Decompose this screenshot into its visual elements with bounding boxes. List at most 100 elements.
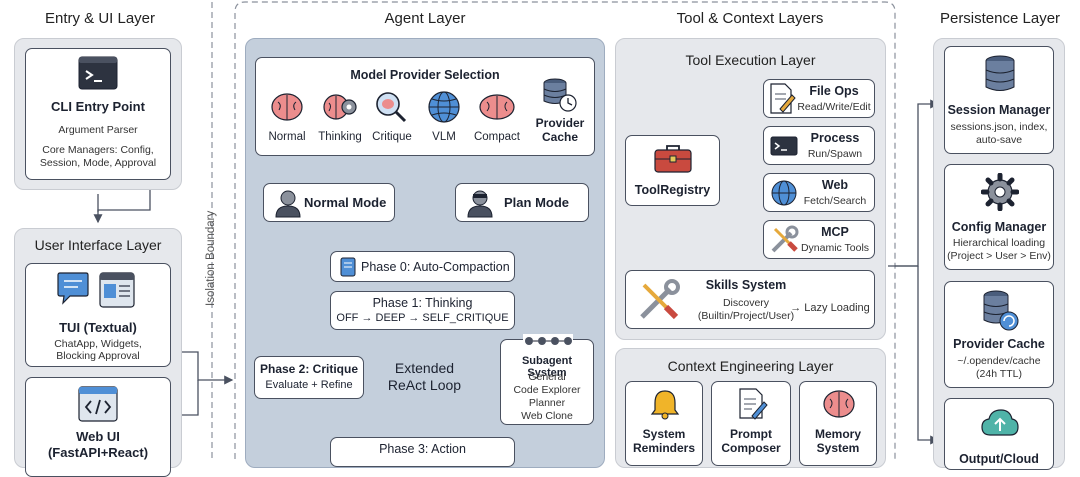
skills-lazy-loading: → Lazy Loading [790,302,870,314]
cache-line2: (24h TTL) [976,368,1022,380]
context-card-2-line2: Composer [721,441,781,455]
skills-line2: (Builtin/Project/User) [697,310,795,322]
tool-sub-mcp: Dynamic Tools [800,242,870,254]
subagent-item-planner: Planner [528,397,566,409]
prompt-composer-card: Prompt Composer [711,381,791,466]
context-title: Context Engineering Layer [667,358,834,374]
toolbox-icon [654,145,692,173]
compaction-doc-icon [340,257,356,277]
bell-icon [650,390,680,420]
phase1-card: Phase 1: Thinking OFF → DEEP → SELF_CRIT… [330,291,515,330]
system-reminders-card: System Reminders [625,381,703,466]
phase1-sub: OFF → DEEP → SELF_CRITIQUE [336,312,509,324]
session-line1: sessions.json, index, [950,121,1048,133]
cli-line1: Argument Parser [58,124,138,136]
provider-label-critique: Critique [372,131,412,143]
cli-entry-card: CLI Entry Point Argument Parser Core Man… [25,48,171,180]
tui-card: TUI (Textual) ChatApp, Widgets, Blocking… [25,263,171,367]
skills-system-card: Skills System Discovery (Builtin/Project… [625,270,875,329]
provider-cache-card: Provider Cache ~/.opendev/cache (24h TTL… [944,281,1054,388]
loop-label-2: ReAct Loop [387,377,462,393]
phase0-label: Phase 0: Auto-Compaction [361,260,510,274]
terminal-icon [78,56,118,90]
context-card-2-line1: Prompt [730,427,772,441]
provider-label-compact: Compact [473,131,521,143]
provider-label-vlm: VLM [432,131,456,143]
plan-mode-label: Plan Mode [504,195,570,210]
gear-icon [981,173,1019,211]
cli-line2: Core Managers: Config, [42,144,154,156]
cli-title: CLI Entry Point [51,99,145,114]
tool-registry-card: ToolRegistry [625,135,720,206]
phase0-card: Phase 0: Auto-Compaction [330,251,515,282]
phase2-sub: Evaluate + Refine [265,379,353,391]
code-browser-icon [78,386,118,422]
output-title: Output/Cloud [959,452,1039,466]
person-icon [275,190,301,218]
subagent-item-code-explorer: Code Explorer [513,384,581,396]
document-pen-icon [739,388,768,420]
tool-title-web: Web [821,178,849,192]
compact-brain-icon [479,94,515,120]
terminal-small-icon [770,136,798,156]
tool-card-file-ops: File Ops Read/Write/Edit [763,79,875,118]
session-title: Session Manager [947,103,1051,117]
session-manager-card: Session Manager sessions.json, index, au… [944,46,1054,154]
globe-icon [428,91,460,123]
tool-card-process: Process Run/Spawn [763,126,875,165]
provider-cache-label-2: Cache [541,130,579,144]
tool-title-mcp: MCP [821,225,849,239]
config-manager-card: Config Manager Hierarchical loading (Pro… [944,164,1054,270]
memory-brain-icon [823,390,855,418]
provider-cache-label-1: Provider [535,116,585,130]
web-ui-card: Web UI (FastAPI+React) [25,377,171,477]
phase2-title: Phase 2: Critique [259,362,359,376]
skills-line1: Discovery [722,297,770,309]
cache-title: Provider Cache [953,337,1045,351]
phase3-title: Phase 3: Action [379,442,466,456]
tool-exec-title: Tool Execution Layer [685,52,816,68]
persistence-layer-title: Persistence Layer [939,10,1061,27]
isolation-boundary-outline [234,1,896,459]
provider-label-normal: Normal [268,131,306,143]
user-interface-layer-panel: User Interface Layer TUI (Textual) ChatA… [14,228,182,477]
loop-label-1: Extended [394,360,455,376]
skills-title: Skills System [705,278,787,292]
context-card-3-line1: Memory [814,427,861,441]
user-interface-layer-title: User Interface Layer [34,237,162,253]
model-provider-selection-card: Model Provider Selection [255,57,595,156]
phase1-title: Phase 1: Thinking [372,296,473,310]
normal-mode-label: Normal Mode [304,195,387,210]
magnifier-brain-icon [376,92,407,123]
agent-layer-title: Agent Layer [384,10,466,27]
phase2-card: Phase 2: Critique Evaluate + Refine [254,356,364,399]
wrench-screwdriver-icon [771,225,799,253]
tool-card-mcp: MCP Dynamic Tools [763,220,875,259]
plan-mode-card: Plan Mode [455,183,589,222]
planner-person-icon [467,190,493,218]
memory-system-card: Memory System [799,381,877,466]
subagent-item-web-clone: Web Clone [521,410,573,422]
brain-icon [271,93,303,121]
config-title: Config Manager [951,220,1047,234]
cache-line1: ~/.opendev/cache [957,355,1041,367]
subagent-network-icon [523,334,573,348]
web-ui-title: Web UI [76,429,120,444]
subagent-system-card: Subagent System General Code Explorer Pl… [500,334,594,425]
output-cloud-card: Output/Cloud [944,398,1054,470]
architecture-diagram: { "columns": { "entry": "Entry & UI Laye… [14,1,1065,477]
subagent-title: Subagent System [521,355,573,379]
brain-gear-icon [323,94,357,120]
provider-title: Model Provider Selection [350,68,500,82]
config-line2: (Project > User > Env) [947,250,1051,262]
tool-context-layer-title: Tool & Context Layers [676,10,824,27]
config-line1: Hierarchical loading [952,237,1046,249]
cloud-upload-icon [981,409,1019,436]
web-globe-icon [771,180,797,206]
tool-sub-process: Run/Spawn [807,148,863,160]
database-clock-icon [543,78,577,112]
session-line2: auto-save [975,134,1023,146]
tui-line1: ChatApp, Widgets, [54,338,142,350]
tool-sub-file-ops: Read/Write/Edit [797,101,871,113]
normal-mode-card: Normal Mode [263,183,395,222]
